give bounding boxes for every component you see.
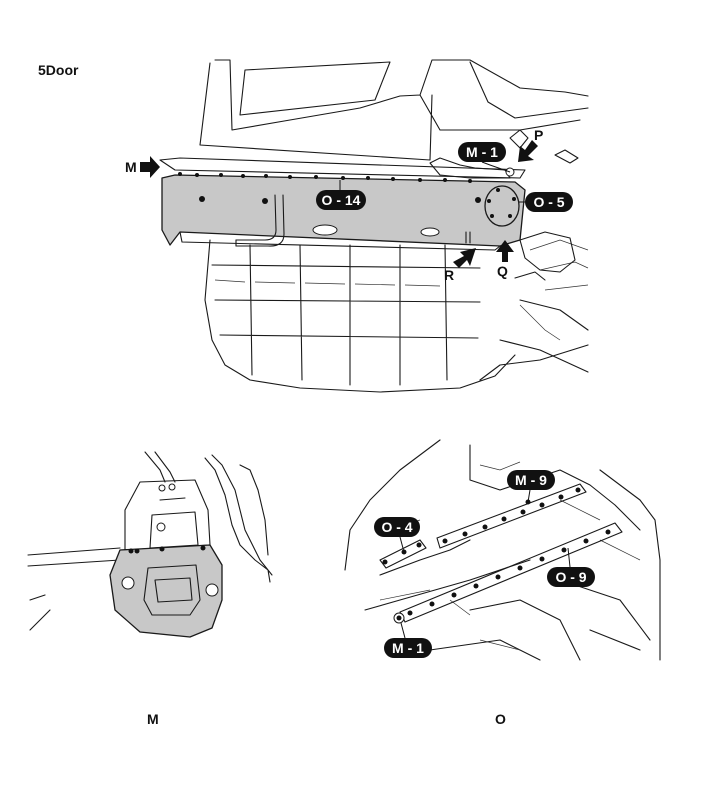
detail-o-caption: O — [495, 711, 506, 727]
arrow-m — [140, 156, 160, 178]
crossmember-weld-points — [178, 172, 481, 204]
detail-o-structure — [344, 439, 661, 661]
badge-o9-text: O - 9 — [555, 569, 586, 585]
rear-body-outline — [199, 59, 589, 161]
detail-o-lower-strip-welds — [407, 529, 611, 616]
floor-detail-lines — [214, 239, 589, 341]
detail-o-view: M - 9 O - 4 O - 9 M - 1 — [344, 439, 661, 661]
detail-o-small-strip — [379, 539, 427, 569]
detail-m-weld-points — [128, 545, 206, 554]
top-assembly-view: M P R Q M - 1 O - 14 — [125, 59, 589, 393]
clip-part-p — [509, 129, 579, 164]
crossmember-lower-flange — [179, 231, 501, 251]
callout-m-side: M — [125, 159, 137, 175]
detail-m-upper-hole-a — [158, 484, 166, 492]
crossmember-hole-left — [312, 224, 338, 236]
detail-m-hole-left — [121, 576, 135, 590]
crossmember-circular-patch — [484, 185, 520, 227]
detail-m-hole-right — [205, 583, 219, 597]
badge-o5-text: O - 5 — [533, 194, 564, 210]
callout-q: Q — [497, 263, 508, 279]
stud-part-r — [465, 231, 471, 244]
arrow-r — [453, 248, 476, 268]
badge-m9: M - 9 — [507, 470, 555, 503]
badge-o9: O - 9 — [547, 547, 595, 587]
rear-floor-outline — [204, 239, 589, 393]
detail-m-structure — [27, 451, 273, 631]
bracket-part-q — [514, 231, 576, 281]
detail-m-upper-hole-c — [156, 522, 166, 532]
detail-m-pocket — [143, 564, 201, 616]
arrow-q — [496, 240, 514, 262]
variant-title: 5Door — [38, 62, 79, 78]
badge-o4-text: O - 4 — [381, 519, 412, 535]
detail-m-caption: M — [147, 711, 159, 727]
badge-o14-text: O - 14 — [322, 192, 361, 208]
badge-m1-top: M - 1 — [458, 142, 511, 173]
detail-o-m1-weld — [396, 615, 402, 621]
patch-weld-points — [487, 188, 516, 218]
side-member-flange — [159, 157, 526, 179]
badge-m1-detail: M - 1 — [384, 622, 432, 658]
crossmember-tube — [235, 194, 285, 247]
detail-o-upper-strip — [436, 483, 587, 549]
detail-o-detail-lines — [379, 461, 641, 651]
detail-m-upper-hole-b — [168, 483, 176, 491]
badge-m1-top-text: M - 1 — [466, 144, 498, 160]
badge-m9-text: M - 9 — [515, 472, 547, 488]
detail-m-view — [27, 451, 273, 638]
badge-o5: O - 5 — [519, 192, 573, 212]
crossmember-hole-right — [420, 227, 440, 237]
badge-o4: O - 4 — [374, 517, 420, 553]
detail-m-upper-bracket — [124, 479, 211, 551]
callout-r: R — [444, 267, 454, 283]
callout-p: P — [534, 127, 543, 143]
badge-o14: O - 14 — [316, 180, 366, 210]
badge-m1-detail-text: M - 1 — [392, 640, 424, 656]
arrow-p — [518, 140, 538, 162]
detail-o-upper-strip-welds — [442, 487, 581, 544]
detail-m-panel — [109, 544, 223, 638]
